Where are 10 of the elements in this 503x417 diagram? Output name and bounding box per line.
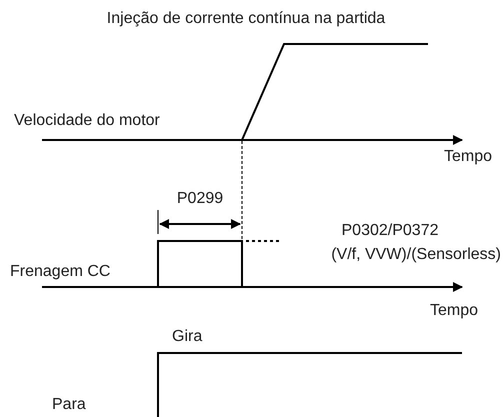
axis-label: Injeção de corrente contínua na partida xyxy=(106,9,386,29)
axis-label: P0302/P0372 xyxy=(342,221,438,241)
axis-label: (V/f, VVW)/(Sensorless) xyxy=(331,245,501,265)
axis-label: Tempo xyxy=(430,301,478,321)
axis-label: Para xyxy=(52,395,86,415)
axis-label: P0299 xyxy=(176,189,224,209)
axis-label: Tempo xyxy=(444,147,492,167)
axis-label: Gira xyxy=(172,327,202,347)
axis-label: Velocidade do motor xyxy=(14,111,160,131)
axis-label: Frenagem CC xyxy=(10,262,110,282)
